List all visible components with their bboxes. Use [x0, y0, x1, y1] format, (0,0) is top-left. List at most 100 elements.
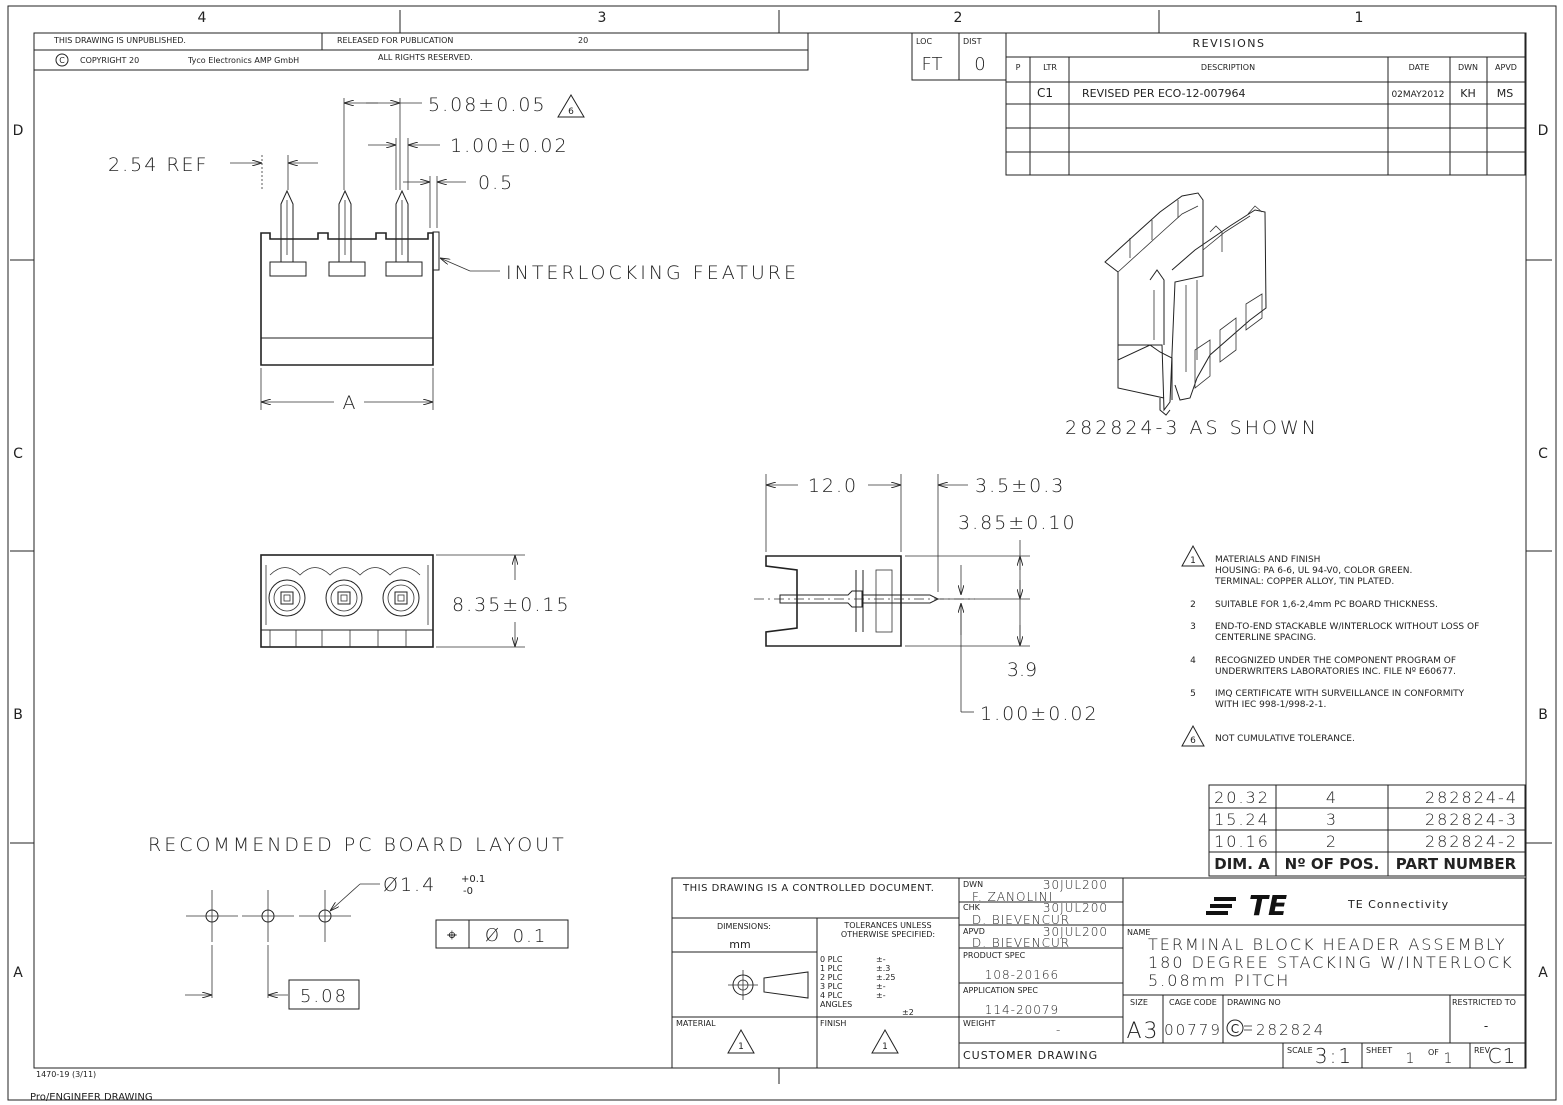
rights-label: ALL RIGHTS RESERVED. [378, 53, 473, 62]
note-6-flag [1181, 724, 1205, 747]
unpublished-label: THIS DRAWING IS UNPUBLISHED. [53, 36, 186, 45]
zone-right-a: A [1538, 965, 1548, 981]
dimensions-unit: mm [729, 938, 750, 951]
size-label: SIZE [1130, 998, 1148, 1007]
pcb-layout: RECOMMENDED PC BOARD LAYOUT 5.08 Ø1.4 +0… [148, 834, 569, 1010]
dim-table-h-dim: DIM. A [1214, 855, 1270, 873]
software-label: Pro/ENGINEER DRAWING [30, 1092, 153, 1103]
note-1-num: 1 [1190, 556, 1196, 566]
revisions-table: REVISIONS P LTR DESCRIPTION DATE DWN APV… [1005, 32, 1526, 176]
top-view-pins [269, 189, 423, 277]
te-logo-text: TE [1249, 889, 1287, 922]
tol-3plc-k: 3 PLC [820, 982, 843, 991]
material-label: MATERIAL [676, 1019, 716, 1028]
dim-height: 8.35±0.15 [452, 594, 571, 616]
feature-control-frame [435, 919, 569, 949]
zone-top-4: 4 [198, 10, 207, 26]
weight: - [1056, 1023, 1061, 1037]
rev-col-dwn: DWN [1458, 63, 1478, 72]
dist-value: 0 [974, 54, 985, 75]
finish-flag [871, 1028, 899, 1054]
restricted-value: - [1484, 1019, 1488, 1033]
finish-label: FINISH [820, 1019, 846, 1028]
rev-col-desc: DESCRIPTION [1201, 63, 1255, 72]
note-2-num: 2 [1190, 600, 1196, 610]
zone-right-d: D [1538, 123, 1549, 139]
note-5-line-2: WITH IEC 998-1/998-2-1. [1215, 700, 1326, 710]
note-4-num: 4 [1190, 656, 1196, 666]
note-4-line-1: RECOGNIZED UNDER THE COMPONENT PROGRAM O… [1215, 656, 1456, 666]
top-view-body [260, 232, 434, 366]
of-value: 1 [1444, 1051, 1453, 1067]
company-label: Tyco Electronics AMP GmbH [187, 56, 299, 65]
svg-text:1: 1 [882, 1042, 888, 1052]
copyright-symbol: C [59, 56, 65, 65]
chk-name: D. BIEVENCUR [972, 913, 1070, 927]
dim-12: 12.0 [808, 475, 858, 497]
rev-desc: REVISED PER ECO-12-007964 [1082, 87, 1246, 100]
name-line-3: 5.08mm PITCH [1148, 971, 1290, 990]
rev-date: 02MAY2012 [1391, 90, 1444, 100]
title-block: THIS DRAWING IS A CONTROLLED DOCUMENT. D… [671, 877, 1526, 1069]
dim-a-table: 20.32 4 282824-4 15.24 3 282824-3 10.16 … [1208, 784, 1526, 877]
dim-table-r2-dim: 15.24 [1214, 810, 1270, 829]
note-2-line-1: SUITABLE FOR 1,6-2,4mm PC BOARD THICKNES… [1215, 600, 1438, 610]
pcb-title: RECOMMENDED PC BOARD LAYOUT [148, 834, 567, 856]
dim-table-r1-dim: 20.32 [1214, 788, 1270, 807]
dim-table-r1-pos: 4 [1326, 788, 1338, 807]
note-3-line-1: END-TO-END STACKABLE W/INTERLOCK WITHOUT… [1215, 622, 1479, 632]
dim-35: 3.5±0.3 [975, 475, 1065, 497]
pcb-pitch-box [288, 979, 360, 1010]
dim-table-r2-pos: 3 [1326, 810, 1338, 829]
loc-value: FT [921, 54, 942, 75]
material-flag [727, 1028, 755, 1054]
apvd-date: 30JUL200 [1043, 925, 1108, 939]
revisions-title: REVISIONS [1193, 37, 1266, 50]
loc-dist-box: LOC DIST FT 0 [911, 32, 1007, 81]
dimensions-label: DIMENSIONS: [717, 922, 771, 931]
name-label: NAME [1127, 928, 1150, 937]
te-logo-icon: TE [1206, 889, 1287, 922]
rev-label: REV [1474, 1046, 1491, 1055]
of-label: OF [1428, 1048, 1439, 1057]
tol-4plc-v: ±- [876, 991, 886, 1000]
dim-39: 3.9 [1007, 659, 1037, 681]
dim-385: 3.85±0.10 [958, 512, 1077, 534]
rev-col-p: P [1016, 63, 1021, 72]
customer-drawing: CUSTOMER DRAWING [963, 1049, 1098, 1062]
note-6-line-1: NOT CUMULATIVE TOLERANCE. [1215, 734, 1355, 744]
note-3-line-2: CENTERLINE SPACING. [1215, 633, 1316, 643]
dim-05: 0.5 [478, 172, 514, 194]
rev-ltr: C1 [1037, 86, 1053, 100]
weight-label: WEIGHT [963, 1019, 996, 1028]
note-3-num: 3 [1190, 622, 1196, 632]
zone-left-a: A [13, 965, 23, 981]
dwg-prefix-circle [1226, 1019, 1244, 1037]
dwg-no-label: DRAWING NO [1227, 998, 1281, 1007]
note-1-line-3: TERMINAL: COPPER ALLOY, TIN PLATED. [1214, 577, 1394, 587]
tol-1plc-k: 1 PLC [820, 964, 843, 973]
cage-value: 00779 [1164, 1021, 1222, 1039]
note-1-line-1: MATERIALS AND FINISH [1215, 555, 1320, 565]
projection-symbol [728, 970, 809, 1000]
zone-left-c: C [13, 446, 23, 462]
note-1-line-2: HOUSING: PA 6-6, UL 94-V0, COLOR GREEN. [1215, 566, 1412, 576]
interlock-label: INTERLOCKING FEATURE [506, 262, 799, 284]
tol-3plc-v: ±- [876, 982, 886, 991]
zone-right-c: C [1538, 446, 1548, 462]
copyright-circle [55, 53, 69, 67]
notes-block: 1 MATERIALS AND FINISH HOUSING: PA 6-6, … [1181, 544, 1479, 747]
sheet-value: 1 [1406, 1051, 1415, 1067]
svg-text:1: 1 [738, 1042, 744, 1052]
dim-pin-width: 1.00±0.02 [450, 135, 569, 157]
chk-date: 30JUL200 [1043, 901, 1108, 915]
rev-col-ltr: LTR [1043, 63, 1057, 72]
controlled-doc: THIS DRAWING IS A CONTROLLED DOCUMENT. [682, 883, 934, 894]
fcf-position-symbol: ⌖ [447, 925, 457, 946]
fcf-diameter: Ø [485, 925, 499, 946]
released-year: 20 [578, 36, 588, 45]
rev-dwn: KH [1460, 87, 1476, 100]
dwn-label: DWN [963, 880, 983, 889]
name-line-1: TERMINAL BLOCK HEADER ASSEMBLY [1148, 935, 1507, 954]
